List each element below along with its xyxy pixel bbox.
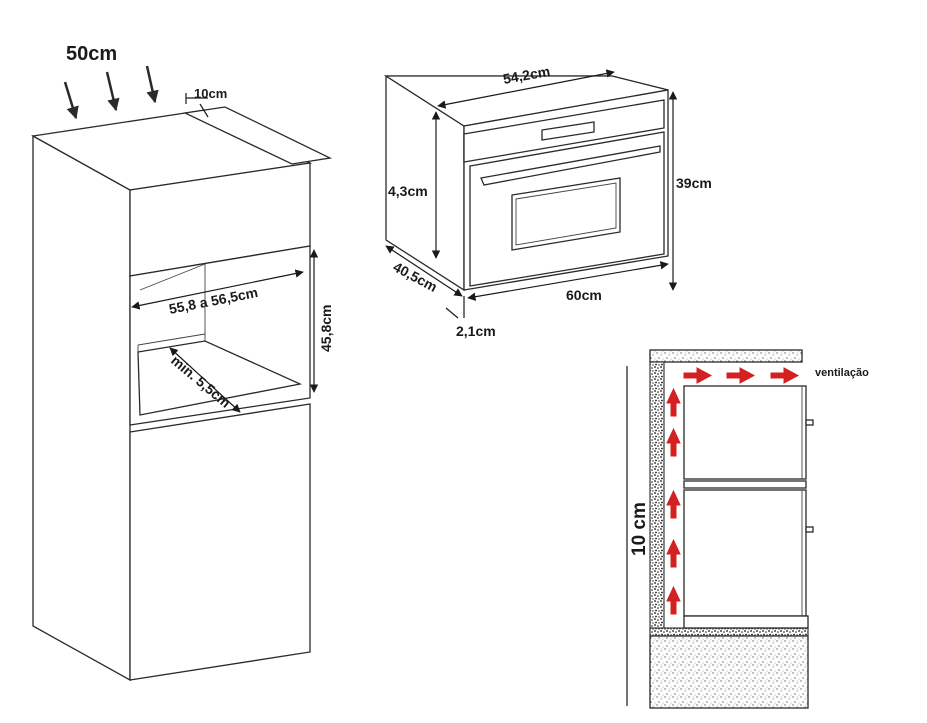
up-arrow-icon (666, 387, 681, 417)
shelf-separator (683, 480, 807, 489)
floor-block (649, 635, 809, 709)
built-in-oven (383, 75, 669, 292)
up-arrow-icon (666, 538, 681, 568)
oven-handle (480, 145, 661, 186)
cabinet-side-panel (32, 134, 131, 682)
top-slab (649, 349, 803, 363)
right-arrow-icon (726, 367, 756, 384)
oven-side-label: 4,3cm (388, 183, 428, 199)
ventilation-gap-label: 10 cm (629, 502, 650, 556)
up-arrow-icon (666, 489, 681, 519)
gap-label: 10cm (194, 86, 227, 101)
oven-top-dimension (437, 69, 615, 109)
ventilation-section (626, 349, 814, 709)
up-arrow-icon (666, 427, 681, 457)
oven-box-upper (683, 385, 807, 480)
airflow-right-arrows (683, 367, 800, 384)
right-arrow-icon (770, 367, 800, 384)
up-arrow-icon (666, 585, 681, 615)
down-arrow-icon (105, 71, 120, 112)
down-arrow-icon (63, 81, 79, 120)
oven-height-label: 39cm (676, 175, 712, 191)
oven-front-label: 2,1cm (456, 323, 496, 339)
ventilation-label: ventilação (815, 367, 869, 379)
airflow-up-arrows (666, 387, 681, 615)
right-arrow-icon (683, 367, 713, 384)
niche-height-label: 45,8cm (318, 305, 334, 352)
oven-depth-dimension (385, 245, 463, 297)
gap-dimension (185, 93, 209, 118)
cabinet-lower-door (129, 403, 311, 681)
bottom-plate (683, 615, 809, 629)
oven-width-label: 60cm (566, 287, 602, 303)
down-arrow-icon (145, 65, 159, 104)
oven-width-dimension (467, 261, 669, 301)
oven-display (541, 121, 595, 141)
tall-cabinet (31, 106, 333, 682)
base-slab (649, 627, 809, 637)
upper-knob (805, 419, 814, 426)
oven-box-lower (683, 489, 807, 617)
airflow-arrows (63, 65, 159, 120)
cabinet-vent-gap (182, 106, 333, 165)
back-wall (649, 361, 665, 636)
cabinet-depth-label: 50cm (66, 43, 117, 65)
lower-knob (805, 526, 814, 533)
niche-width-dimension (131, 269, 304, 310)
min-depth-dimension (169, 347, 241, 413)
